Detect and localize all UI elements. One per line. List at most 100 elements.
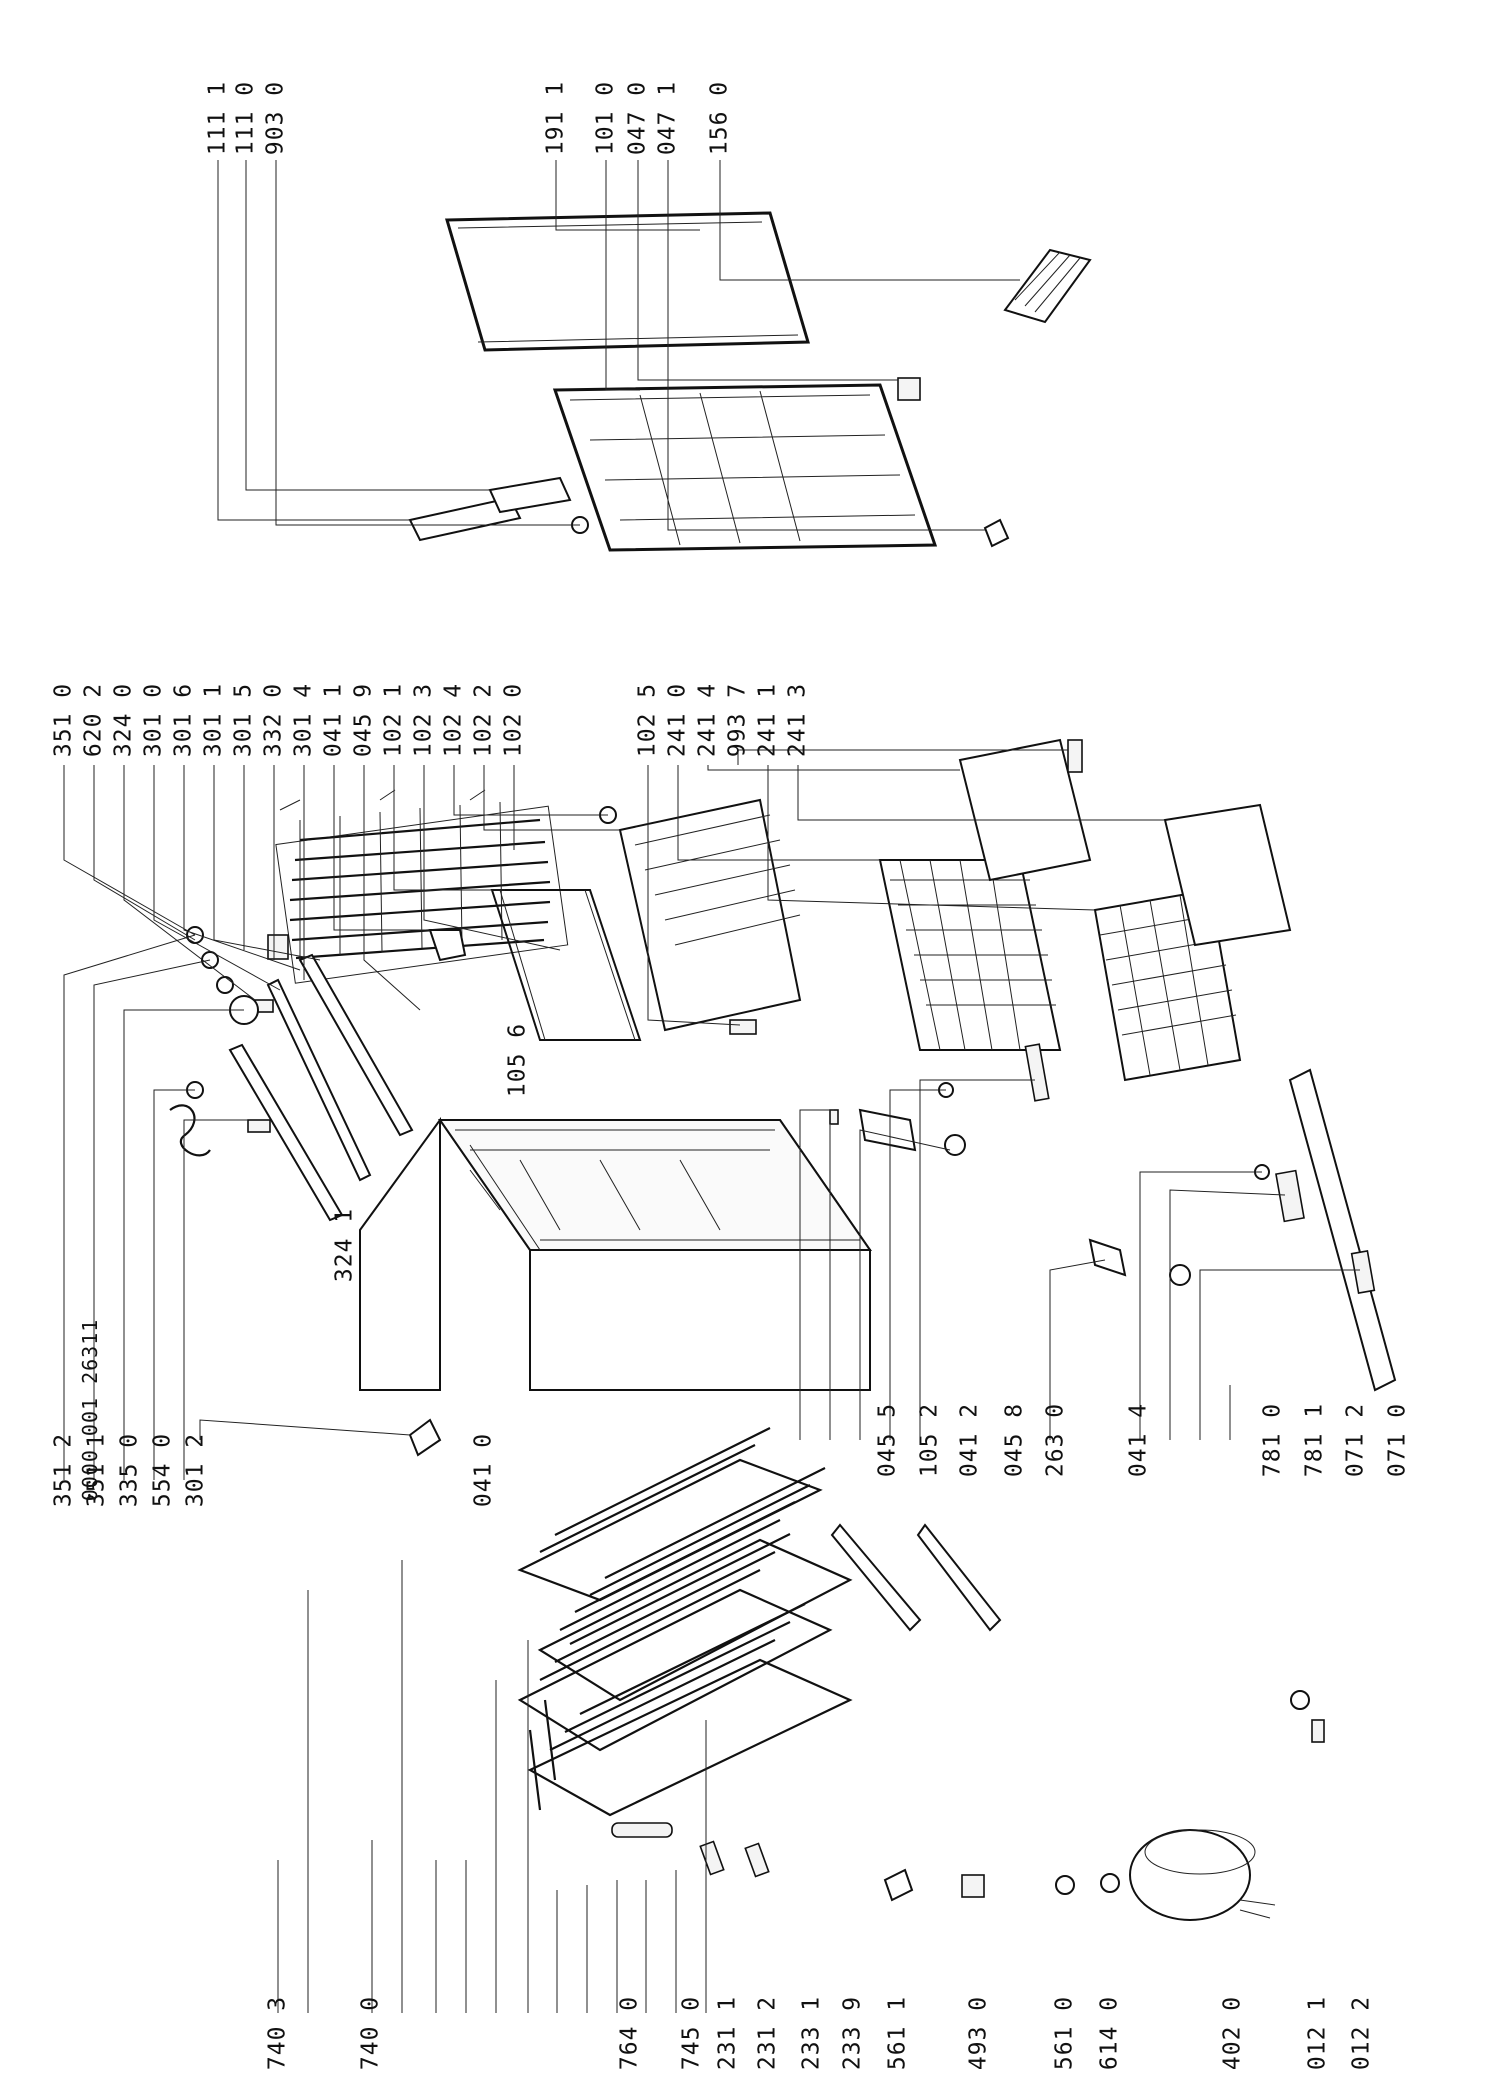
handle-111-1	[408, 496, 522, 542]
label-041-2: 041 2	[956, 1402, 983, 1478]
label-233-9: 233 9	[839, 1995, 866, 2071]
label-156-0: 156 0	[706, 80, 733, 156]
thermostat-spring	[169, 1104, 211, 1157]
handle-111-0	[488, 476, 572, 514]
label-047-0: 047 0	[624, 80, 651, 156]
label-301-5: 301 5	[230, 682, 257, 758]
pin-045-5	[829, 1109, 839, 1125]
label-071-0: 071 0	[1384, 1402, 1411, 1478]
label-614-0: 614 0	[1096, 1995, 1123, 2071]
label-101-0: 101 0	[592, 80, 619, 156]
hinge-041-4	[1088, 1238, 1127, 1277]
label-231-2: 231 2	[754, 1995, 781, 2071]
drawer-frame-102-1	[490, 889, 642, 1041]
leader-lines	[63, 160, 1360, 2013]
label-402-0: 402 0	[1219, 1995, 1246, 2071]
condenser-740-0	[275, 789, 569, 984]
drawer-102-0	[618, 798, 802, 1032]
label-102-4: 102 4	[440, 682, 467, 758]
label-012-1: 012 1	[1304, 1995, 1331, 2071]
label-241-0: 241 0	[664, 682, 691, 758]
label-012-2: 012 2	[1348, 1995, 1375, 2071]
label-301-1: 301 1	[200, 682, 227, 758]
label-301-2: 301 2	[182, 1432, 209, 1508]
label-561-1: 561 1	[884, 1995, 911, 2071]
label-105-6: 105 6	[504, 1022, 531, 1098]
drawer-front-241-4	[958, 738, 1092, 882]
document-number: 0000 001 26311	[78, 1318, 102, 1502]
bracket-561-1	[883, 1868, 914, 1902]
label-045-5: 045 5	[874, 1402, 901, 1478]
part-071-2	[1350, 1249, 1376, 1295]
relay-493-0	[961, 1874, 985, 1898]
control-panel-301	[228, 953, 414, 1222]
label-351-2: 351 2	[50, 1432, 77, 1508]
hinge-041-1	[428, 929, 467, 962]
sleeve-012-2	[1311, 1719, 1325, 1743]
label-111-0: 111 0	[232, 80, 259, 156]
label-764-0: 764 0	[616, 1995, 643, 2071]
label-041-0: 041 0	[470, 1432, 497, 1508]
label-111-1: 111 1	[204, 80, 231, 156]
basket-241-1	[1093, 888, 1242, 1082]
label-781-1: 781 1	[1301, 1402, 1328, 1478]
rail-233-1	[830, 1523, 922, 1632]
label-047-1: 047 1	[654, 80, 681, 156]
label-041-4: 041 4	[1125, 1402, 1152, 1478]
label-745-0: 745 0	[678, 1995, 705, 2071]
door-101-0	[552, 383, 938, 552]
label-620-2: 620 2	[80, 682, 107, 758]
part-263-0	[1024, 1043, 1050, 1102]
label-335-0: 335 0	[116, 1432, 143, 1508]
cabinet-324-1	[359, 1116, 872, 1391]
label-041-1: 041 1	[320, 682, 347, 758]
label-191-1: 191 1	[542, 80, 569, 156]
label-263-0: 263 0	[1042, 1402, 1069, 1478]
label-324-1: 324 1	[331, 1207, 358, 1283]
label-045-9: 045 9	[350, 682, 377, 758]
part-047-1	[983, 518, 1010, 548]
rail-233-9	[916, 1523, 1002, 1632]
part-614-0	[1100, 1873, 1120, 1893]
hinge-105-2	[858, 1108, 917, 1152]
label-301-0: 301 0	[140, 682, 167, 758]
part-561-0	[1055, 1875, 1075, 1895]
label-493-0: 493 0	[965, 1995, 992, 2071]
hinge-041-2	[944, 1134, 966, 1156]
label-324-0: 324 0	[110, 682, 137, 758]
knob-351-1	[216, 976, 234, 994]
label-231-1: 231 1	[714, 1995, 741, 2071]
label-554-0: 554 0	[149, 1432, 176, 1508]
grommet-012-1	[1290, 1690, 1310, 1710]
label-301-6: 301 6	[170, 682, 197, 758]
label-993-7: 993 7	[724, 682, 751, 758]
label-903-0: 903 0	[262, 80, 289, 156]
label-781-0: 781 0	[1259, 1402, 1286, 1478]
label-241-1: 241 1	[754, 682, 781, 758]
strip-071-0	[1288, 1068, 1397, 1392]
clip-231-1	[699, 1840, 725, 1876]
part-781-1	[1275, 1169, 1305, 1223]
label-332-0: 332 0	[260, 682, 287, 758]
part-047-0	[897, 377, 921, 401]
label-102-1: 102 1	[380, 682, 407, 758]
compressor-402-0	[1129, 1829, 1276, 1921]
label-301-4: 301 4	[290, 682, 317, 758]
label-102-3: 102 3	[410, 682, 437, 758]
label-071-2: 071 2	[1342, 1402, 1369, 1478]
cover-102-5	[729, 1019, 757, 1035]
door-gasket-191-1	[445, 211, 810, 352]
bushing-041-4	[1169, 1264, 1191, 1286]
label-102-0: 102 0	[500, 682, 527, 758]
label-102-5: 102 5	[634, 682, 661, 758]
basket-241-0	[878, 859, 1062, 1051]
capillary-filter-764-0	[611, 1822, 673, 1838]
label-740-3: 740 3	[264, 1995, 291, 2071]
label-740-0: 740 0	[357, 1995, 384, 2071]
ice-tray-156-0	[1003, 248, 1092, 324]
label-102-2: 102 2	[470, 682, 497, 758]
label-241-4: 241 4	[694, 682, 721, 758]
label-351-0: 351 0	[50, 682, 77, 758]
